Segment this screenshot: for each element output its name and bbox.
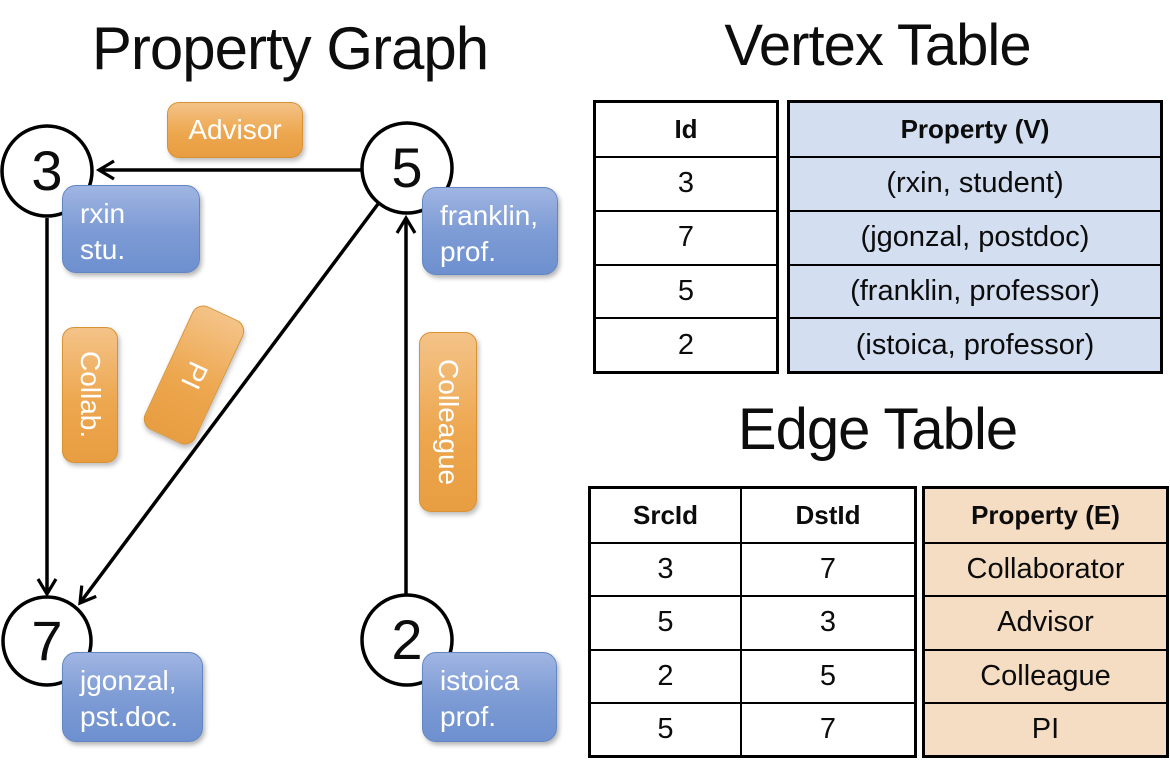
vertex-table-id-cell: 3 xyxy=(596,156,776,210)
edge-table-property-cell: Advisor xyxy=(925,595,1166,649)
edge-table-dstid-cell: 7 xyxy=(740,544,914,596)
edge-table-dstid-cell: 5 xyxy=(740,650,914,702)
vertex-table-property-cell: (franklin, professor) xyxy=(790,263,1160,318)
edge-table-header-srcid: SrcId xyxy=(632,500,699,530)
property-graph-title: Property Graph xyxy=(91,15,489,82)
vertex-property-line: prof. xyxy=(440,236,497,268)
vertex-table-title: Vertex Table xyxy=(724,13,1031,78)
edge-table-header-dstid: DstId xyxy=(740,489,914,542)
vertex-property-line: pst.doc. xyxy=(80,701,179,733)
vertex-table-id-cell: 2 xyxy=(596,317,776,371)
edge-label-colleague: Colleague xyxy=(419,332,477,512)
edge-table-header-row: SrcId DstId xyxy=(591,489,914,542)
edge-table-property-cell: Colleague xyxy=(925,648,1166,702)
edge-table-id-columns: SrcId DstId 3 7 5 3 2 5 5 7 xyxy=(588,486,917,758)
edge-table-dstid-cell: 7 xyxy=(740,703,914,755)
edge-table-property-cell: PI xyxy=(925,701,1166,755)
node-3-id: 3 xyxy=(31,139,62,202)
vertex-table-header-id: Id xyxy=(674,114,698,144)
edge-label-collab: Collab. xyxy=(62,327,118,463)
vertex-table-id-cell: 5 xyxy=(596,263,776,318)
edge-table-id-row: 5 3 xyxy=(591,595,914,649)
vertex-property-line: istoica xyxy=(440,665,520,696)
node-7-id: 7 xyxy=(31,609,62,672)
vertex-property-line: stu. xyxy=(80,234,126,266)
vertex-property-box-jgonzal: jgonzal, pst.doc. xyxy=(62,652,203,742)
vertex-table-property-column: Property (V) (rxin, student) (jgonzal, p… xyxy=(787,100,1163,374)
edge-label-advisor: Advisor xyxy=(167,102,303,158)
vertex-table-property-cell: (istoica, professor) xyxy=(790,317,1160,371)
edge-pi-5-to-7 xyxy=(78,202,380,606)
vertex-property-line: rxin xyxy=(80,198,126,229)
edge-table-dstid-cell: 3 xyxy=(740,597,914,649)
vertex-property-line: jgonzal, xyxy=(80,665,177,696)
edge-table-srcid-cell: 2 xyxy=(657,659,674,692)
vertex-table-id-column: Id 3 7 5 2 xyxy=(593,100,779,374)
node-2-id: 2 xyxy=(391,608,422,671)
edge-table-id-row: 2 5 xyxy=(591,648,914,702)
edge-table-srcid-cell: 3 xyxy=(657,553,674,586)
edge-table-srcid-cell: 5 xyxy=(657,712,674,745)
edge-table-title: Edge Table xyxy=(737,397,1018,462)
vertex-property-box-franklin: franklin, prof. xyxy=(422,187,558,275)
edge-table-property-column: Property (E) Collaborator Advisor Collea… xyxy=(922,486,1169,758)
edge-table-srcid-cell: 5 xyxy=(657,606,674,639)
vertex-table-property-cell: (jgonzal, postdoc) xyxy=(790,209,1160,264)
vertex-table-id-cell: 7 xyxy=(596,209,776,264)
vertex-table-property-cell: (rxin, student) xyxy=(790,156,1160,210)
edge-table-id-row: 3 7 xyxy=(591,542,914,596)
edge-table-property-cell: Collaborator xyxy=(925,542,1166,596)
vertex-table-header-property: Property (V) xyxy=(790,103,1160,156)
edge-table-id-row: 5 7 xyxy=(591,701,914,755)
node-5-id: 5 xyxy=(391,136,422,199)
vertex-property-box-istoica: istoica prof. xyxy=(422,652,557,742)
vertex-property-box-rxin: rxin stu. xyxy=(62,185,200,273)
vertex-property-line: franklin, xyxy=(440,200,539,231)
vertex-property-line: prof. xyxy=(440,701,497,733)
edge-table-header-property: Property (E) xyxy=(925,489,1166,542)
